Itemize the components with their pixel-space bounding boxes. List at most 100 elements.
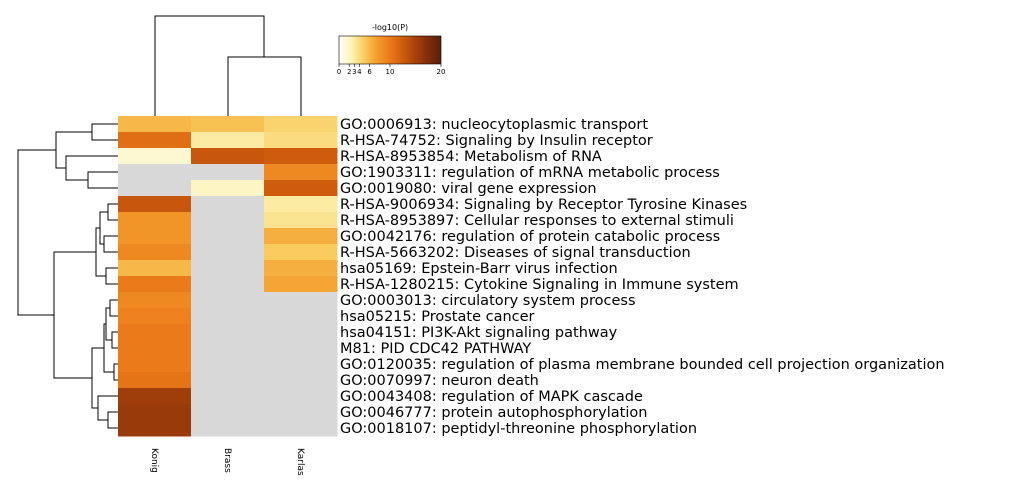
heatmap-cell	[191, 340, 265, 357]
heatmap-cell	[118, 244, 192, 261]
heatmap-cell	[118, 324, 192, 341]
heatmap-cell	[264, 276, 338, 293]
row-label: R-HSA-1280215: Cytokine Signaling in Imm…	[340, 277, 739, 293]
heatmap-cell	[191, 404, 265, 421]
colorbar-tick-label: 20	[437, 68, 446, 76]
row-dendrogram-branch	[87, 171, 118, 189]
heatmap-cell	[191, 212, 265, 229]
heatmap-cell	[118, 260, 192, 277]
heatmap-cell	[264, 324, 338, 341]
row-label: GO:0043408: regulation of MAPK cascade	[340, 389, 643, 405]
row-label: GO:0120035: regulation of plasma membran…	[340, 357, 945, 373]
row-dendrogram-branch	[103, 235, 118, 253]
heatmap-cell	[118, 228, 192, 245]
colorbar-gradient	[338, 35, 442, 65]
heatmap-cell	[118, 340, 192, 357]
heatmap-cell	[118, 148, 192, 165]
colorbar-tick-label: 10	[386, 68, 395, 76]
heatmap-cell	[264, 260, 338, 277]
heatmap-cells	[118, 116, 338, 437]
row-dendrogram-branch	[111, 331, 118, 349]
heatmap-cell	[264, 116, 338, 133]
heatmap-cell	[191, 228, 265, 245]
row-label: GO:0006913: nucleocytoplasmic transport	[340, 117, 648, 133]
row-label: hsa04151: PI3K-Akt signaling pathway	[340, 325, 618, 341]
row-label: GO:0003013: circulatory system process	[340, 293, 636, 309]
heatmap-cell	[264, 148, 338, 165]
column-dendrogram	[154, 15, 302, 117]
row-label: GO:0019080: viral gene expression	[340, 181, 597, 197]
row-label: hsa05169: Epstein-Barr virus infection	[340, 261, 618, 277]
heatmap-cell	[264, 180, 338, 197]
row-label: R-HSA-74752: Signaling by Insulin recept…	[340, 133, 653, 149]
row-label: R-HSA-9006934: Signaling by Receptor Tyr…	[340, 197, 747, 213]
row-label: R-HSA-5663202: Diseases of signal transd…	[340, 245, 691, 261]
heatmap-cell	[191, 324, 265, 341]
row-dendrogram	[17, 123, 118, 429]
heatmap-cell	[118, 308, 192, 325]
heatmap-cell	[264, 356, 338, 373]
heatmap-cell	[118, 372, 192, 389]
row-dendrogram-branch	[113, 363, 118, 381]
row-label: R-HSA-8953854: Metabolism of RNA	[340, 149, 602, 165]
heatmap-cell	[118, 116, 192, 133]
heatmap-cell	[191, 276, 265, 293]
row-label: M81: PID CDC42 PATHWAY	[340, 341, 531, 357]
heatmap-cell	[118, 164, 192, 181]
heatmap-cell	[191, 372, 265, 389]
row-label: R-HSA-8953897: Cellular responses to ext…	[340, 213, 734, 229]
colorbar-tick-label: 4	[357, 68, 362, 76]
colorbar-title: -log10(P)	[372, 23, 408, 32]
heatmap-cell	[264, 292, 338, 309]
heatmap-cell	[191, 292, 265, 309]
heatmap-cell	[191, 308, 265, 325]
column-dendrogram-branch	[227, 56, 302, 117]
heatmap-cell	[264, 420, 338, 437]
row-label: GO:0046777: protein autophosphorylation	[340, 405, 647, 421]
heatmap-cell	[118, 420, 192, 437]
heatmap-cell	[118, 404, 192, 421]
row-label: GO:0070997: neuron death	[340, 373, 539, 389]
heatmap-cell	[118, 356, 192, 373]
heatmap-cell	[118, 180, 192, 197]
heatmap-cell	[191, 244, 265, 261]
row-dendrogram-branch	[105, 307, 112, 341]
heatmap-cell	[118, 212, 192, 229]
row-label: GO:0018107: peptidyl-threonine phosphory…	[340, 421, 697, 437]
row-dendrogram-branch	[17, 149, 56, 316]
colorbar-tick-label: 6	[367, 68, 372, 76]
heatmap-cell	[118, 132, 192, 149]
row-dendrogram-branch	[107, 411, 118, 429]
heatmap-cell	[264, 212, 338, 229]
column-dendrogram-branch	[154, 15, 265, 117]
heatmap-cell	[191, 132, 265, 149]
heatmap-cell	[264, 340, 338, 357]
row-dendrogram-branch	[55, 131, 92, 169]
row-dendrogram-branch	[105, 267, 118, 285]
heatmap-cell	[191, 180, 265, 197]
heatmap-cell	[118, 292, 192, 309]
heatmap-cell	[191, 420, 265, 437]
heatmap-cell	[264, 244, 338, 261]
row-label: GO:0042176: regulation of protein catabo…	[340, 229, 720, 245]
heatmap-cell	[191, 148, 265, 165]
heatmap-cell	[264, 404, 338, 421]
row-labels: GO:0006913: nucleocytoplasmic transportR…	[340, 117, 945, 437]
row-dendrogram-branch	[65, 155, 118, 181]
heatmap-cell	[118, 276, 192, 293]
heatmap-cell	[264, 196, 338, 213]
heatmap-cell	[264, 132, 338, 149]
heatmap-cell	[264, 228, 338, 245]
heatmap-cell	[191, 196, 265, 213]
heatmap-cell	[191, 164, 265, 181]
colorbar-tick-label: 3	[352, 68, 356, 76]
heatmap-cell	[264, 388, 338, 405]
row-dendrogram-branch	[107, 203, 118, 221]
row-dendrogram-branch	[109, 299, 118, 317]
colorbar-tick-label: 2	[347, 68, 351, 76]
heatmap-cell	[264, 308, 338, 325]
